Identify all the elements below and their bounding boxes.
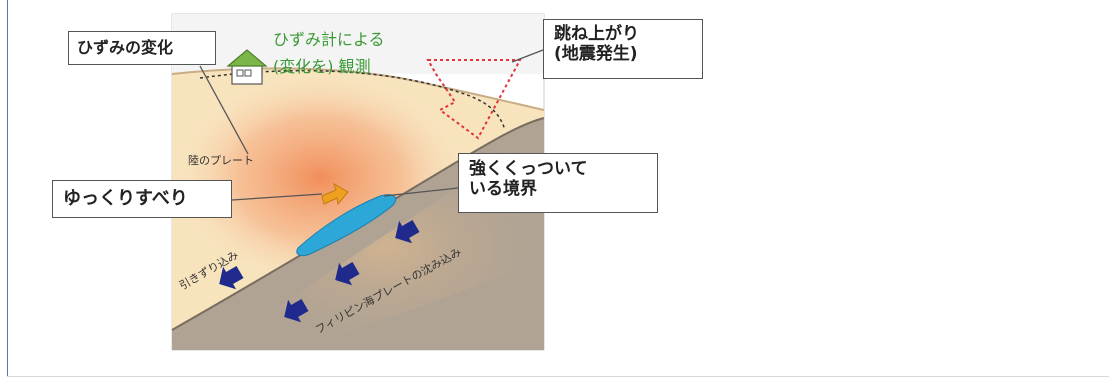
locked-callout-pointer (383, 187, 459, 197)
locked-boundary-label-line1: 強くくっついて (469, 159, 588, 179)
land-plate-label: 陸のプレート (188, 154, 254, 167)
locked-boundary-label-line2: いる境界 (469, 179, 537, 200)
direction-arrow-icon (335, 261, 360, 286)
strain-callout-pointer (199, 65, 249, 155)
slow-slip-callout-pointer (231, 193, 323, 201)
strain-change-callout: ひずみの変化 (68, 31, 216, 65)
direction-arrow-icon (219, 265, 244, 290)
deformation-dotted-line (199, 69, 506, 131)
slow-slip-callout: ゆっくりすべり (52, 180, 232, 218)
slow-slip-label: ゆっくりすべり (63, 188, 188, 209)
house-icon (226, 49, 268, 85)
rebound-callout-pointer (511, 49, 544, 63)
slow-slip-arrow-icon (321, 182, 349, 206)
rebound-callout: 跳ね上がり (地震発生) (543, 19, 703, 79)
observation-text-line2: (変化を) 観測 (273, 57, 371, 76)
left-frame-line (7, 0, 8, 377)
rebound-outline (426, 59, 522, 140)
strain-change-label: ひずみの変化 (77, 38, 174, 57)
rebound-label-line1: 跳ね上がり (554, 24, 639, 44)
locked-boundary-callout: 強くくっついて いる境界 (458, 153, 658, 213)
observation-text-line1: ひずみ計による (273, 30, 385, 49)
direction-arrow-icon (395, 219, 420, 244)
direction-arrows (219, 219, 420, 323)
direction-arrow-icon (284, 298, 309, 323)
plate-boundary-line (171, 117, 545, 331)
rebound-label-line2: (地震発生) (554, 44, 638, 65)
locked-boundary-shape (296, 194, 397, 257)
